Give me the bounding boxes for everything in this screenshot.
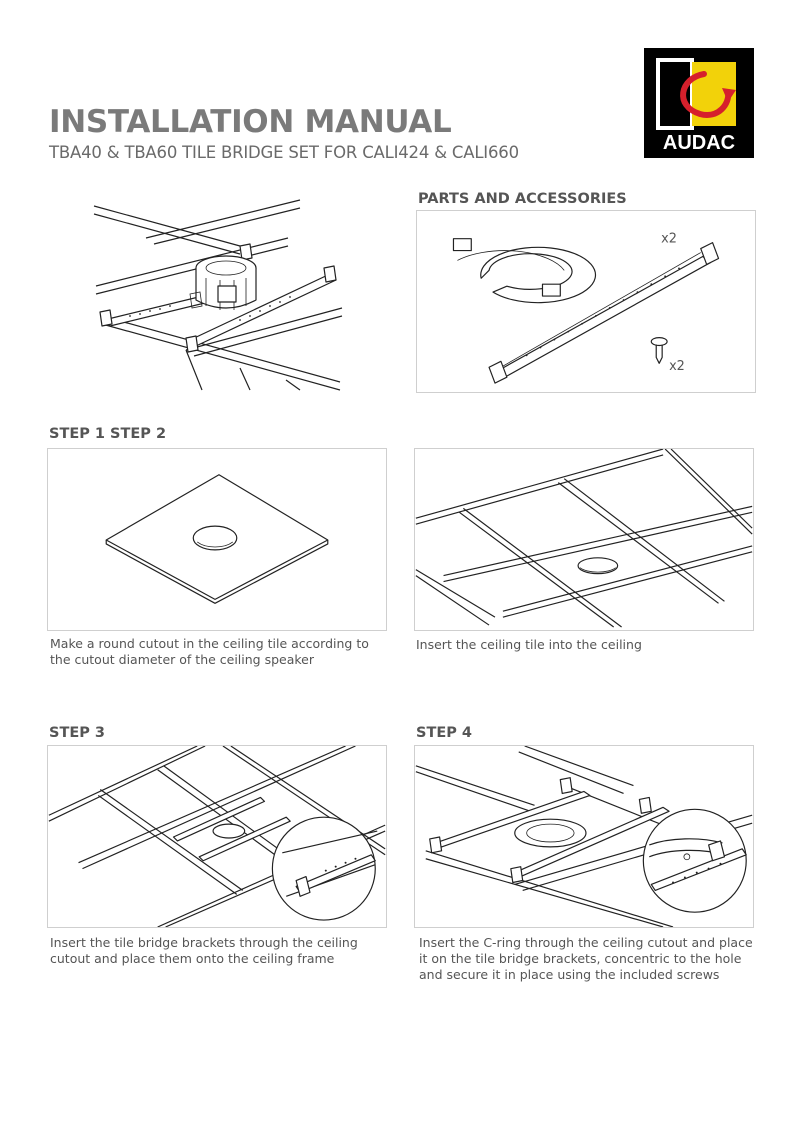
step4-heading: STEP 4 (416, 725, 473, 741)
step1-panel (47, 448, 387, 631)
screw-icon (650, 337, 668, 347)
step3-heading: STEP 3 (49, 725, 106, 741)
page-title: INSTALLATION MANUAL (49, 104, 452, 140)
parts-heading: PARTS AND ACCESSORIES (418, 191, 627, 207)
step1-caption: Make a round cutout in the ceiling tile … (50, 636, 369, 667)
step4-caption: Insert the C-ring through the ceiling cu… (419, 935, 753, 982)
step3-panel (47, 745, 387, 928)
step4-panel (414, 745, 754, 928)
bracket-quantity: x2 (661, 232, 677, 247)
overview-illustration (90, 196, 346, 392)
step12-heading: STEP 1 STEP 2 (49, 426, 167, 442)
c-ring-tab-right (541, 283, 561, 297)
step3-caption: Insert the tile bridge brackets through … (50, 935, 358, 966)
step2-panel (414, 448, 754, 631)
c-ring-tab-left (452, 238, 472, 252)
logo-wordmark: AUDAC (663, 132, 735, 154)
step2-caption: Insert the ceiling tile into the ceiling (416, 637, 642, 652)
screw-quantity: x2 (669, 359, 685, 374)
page-subtitle: TBA40 & TBA60 TILE BRIDGE SET FOR CALI42… (49, 143, 519, 162)
parts-panel: x2 x2 (416, 210, 756, 393)
audac-logo: AUDAC (644, 48, 754, 158)
audac-logo-mark: AUDAC (656, 58, 736, 154)
